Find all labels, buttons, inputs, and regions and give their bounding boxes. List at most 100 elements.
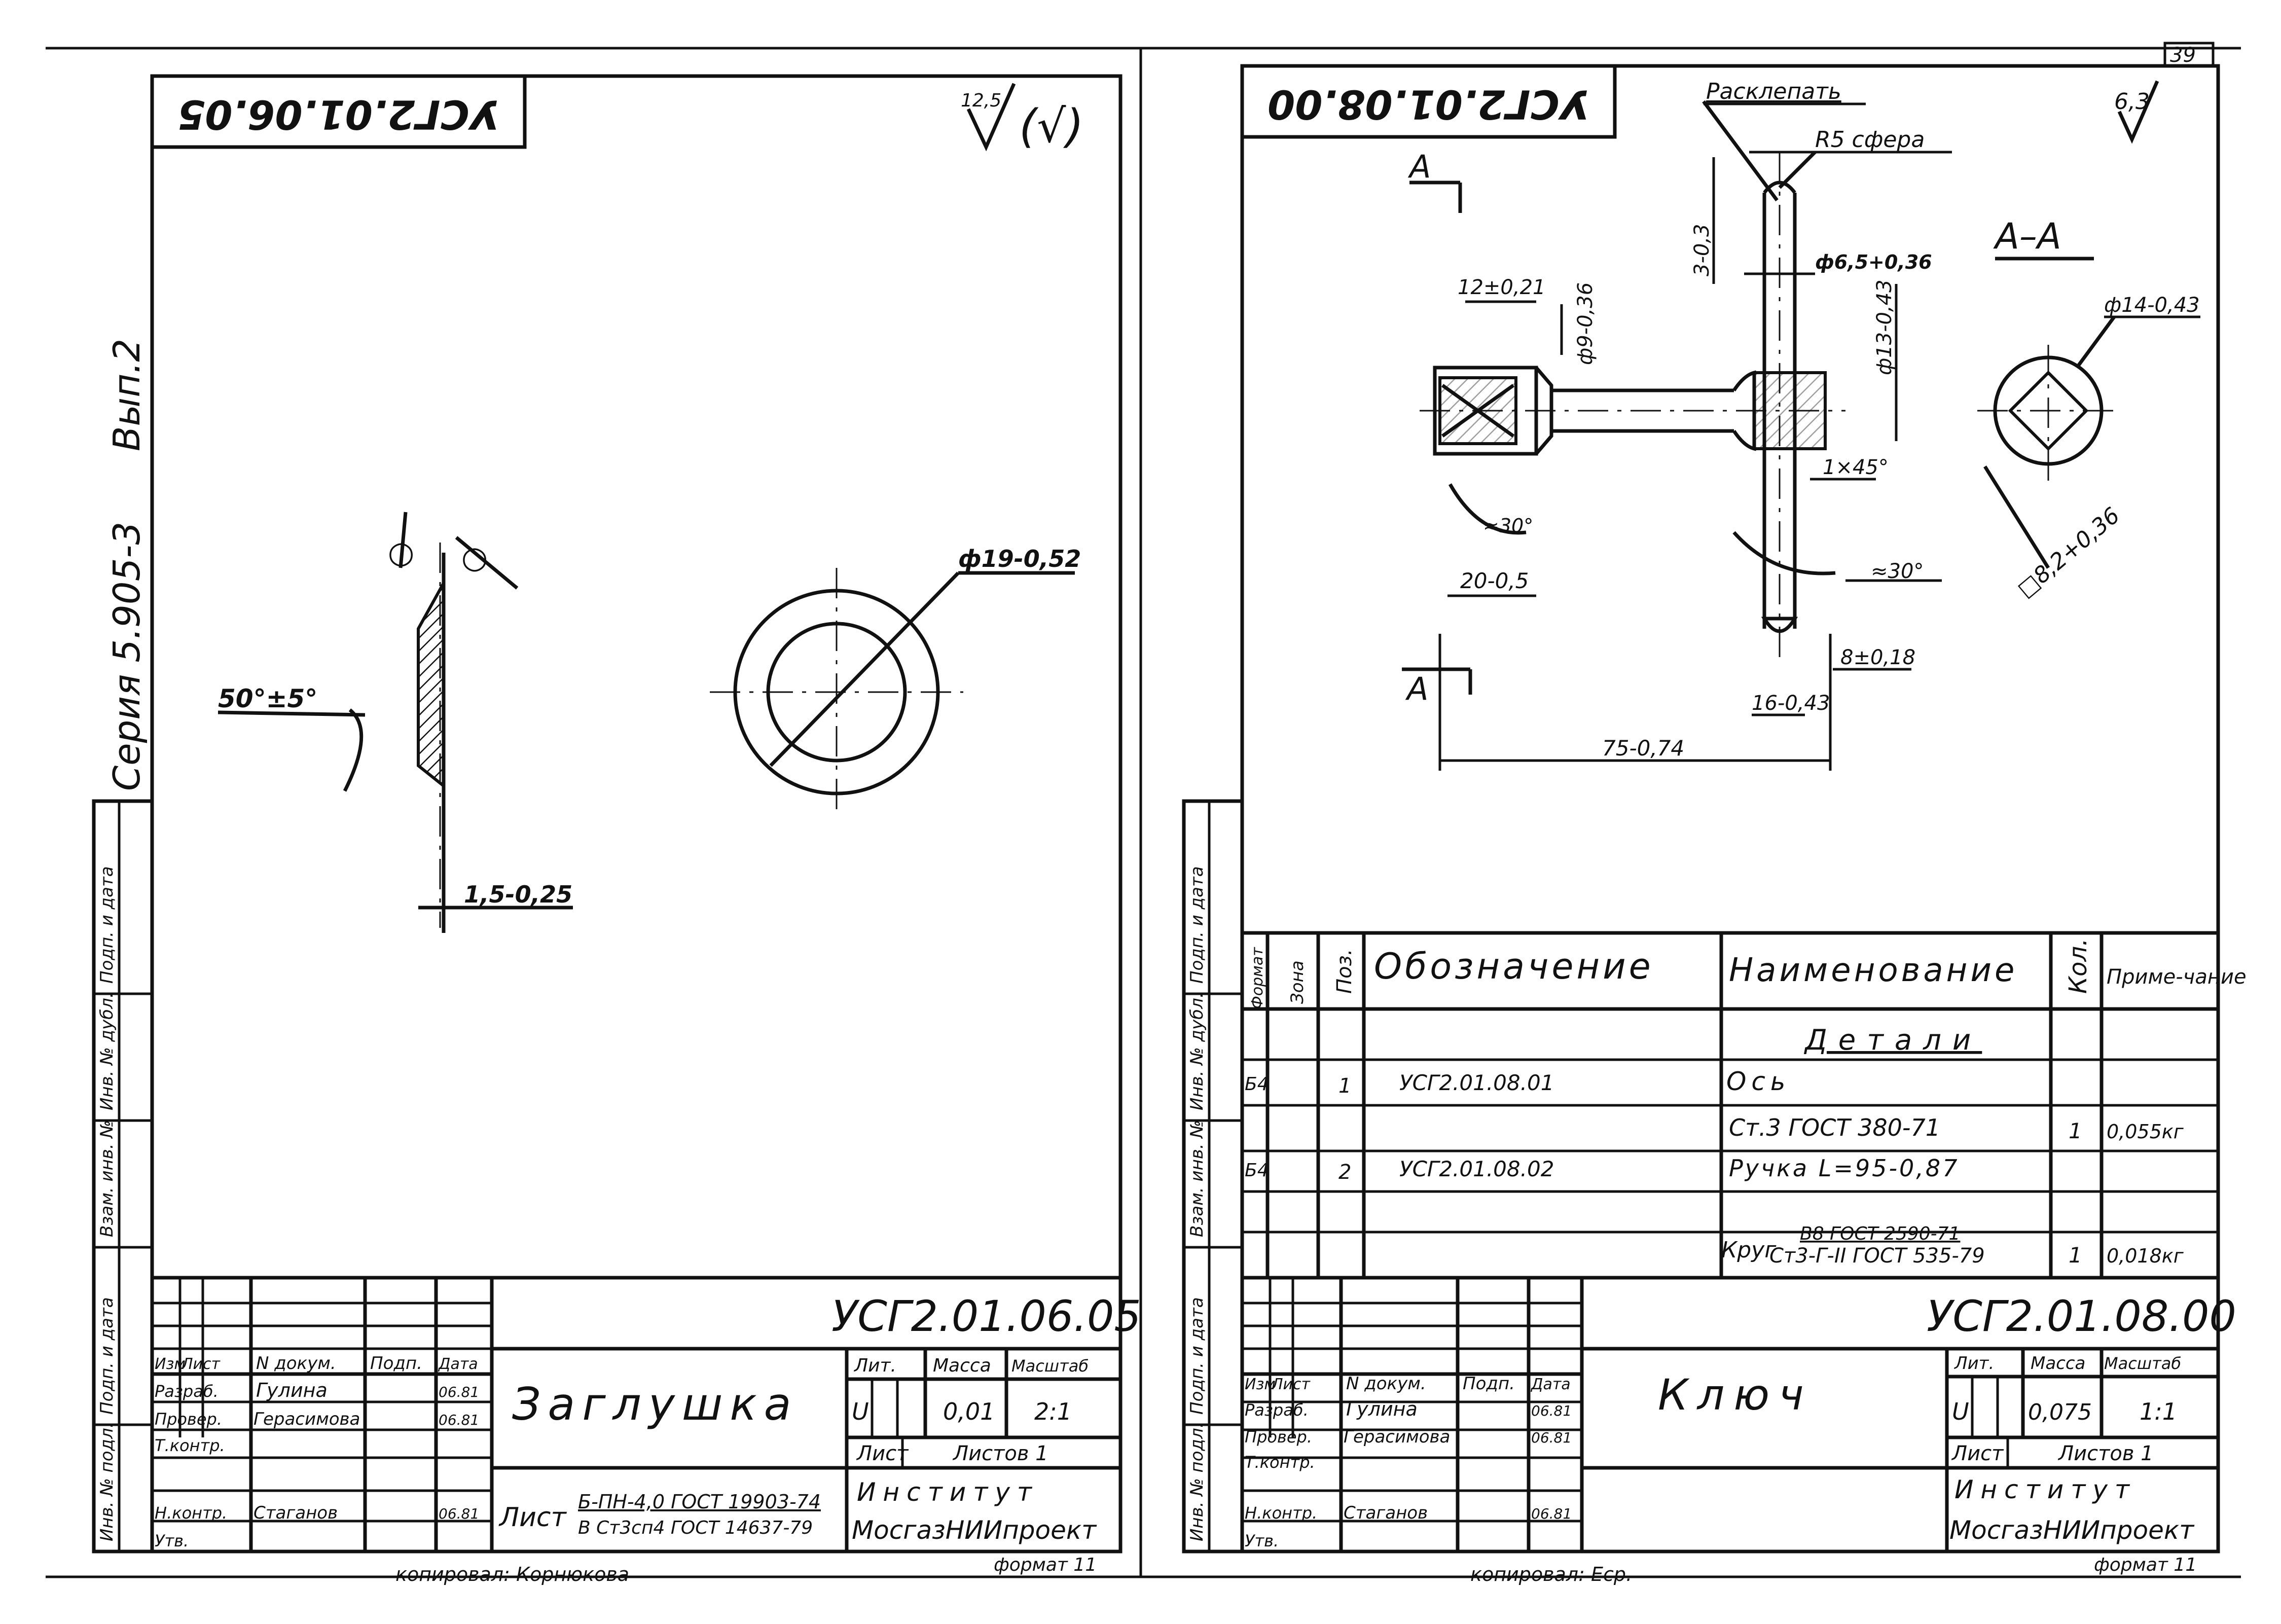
svg-text:МосгазНИИпроект: МосгазНИИпроект: [1949, 1515, 2195, 1545]
plug-front-view: ф19-0,52: [710, 545, 1081, 816]
svg-text:06.81: 06.81: [439, 1412, 479, 1428]
svg-text:Разраб.: Разраб.: [155, 1382, 219, 1401]
svg-text:Н.контр.: Н.контр.: [155, 1503, 227, 1523]
right-mirrored-code-box: [1240, 64, 1617, 139]
svg-text:Подп.: Подп.: [370, 1353, 422, 1374]
svg-text:Листов 1: Листов 1: [952, 1442, 1048, 1465]
svg-text:Институт: Институт: [857, 1477, 1039, 1507]
key-main-view: А А 12±0,21 ф9-0,36: [1402, 79, 1952, 771]
roughness-symbol-right: 6,3: [2114, 80, 2159, 144]
svg-text:≈30°: ≈30°: [1871, 560, 1924, 583]
svg-text:Утв.: Утв.: [155, 1531, 189, 1550]
svg-text:Инв. № подл.: Инв. № подл.: [97, 1422, 117, 1541]
svg-text:06.81: 06.81: [1531, 1429, 1572, 1446]
right-side-stamp: Инв. № подл. Подп. и дата Взам. инв. № И…: [1182, 799, 1244, 1554]
svg-text:N докум.: N докум.: [1346, 1374, 1426, 1394]
left-mirrored-code-box: [150, 74, 527, 149]
page-number: 39: [2170, 44, 2196, 67]
svg-text:Ось: Ось: [1726, 1067, 1790, 1096]
svg-text:Провер.: Провер.: [1245, 1427, 1312, 1447]
series-issue: Вып.2: [105, 339, 148, 451]
svg-text:N докум.: N докум.: [256, 1353, 336, 1374]
svg-text:Стаганов: Стаганов: [254, 1503, 338, 1523]
svg-text:Круг: Круг: [1721, 1237, 1777, 1263]
left-format: формат 11: [994, 1555, 1097, 1575]
weld-mark-right: ○: [461, 540, 488, 575]
svg-text:Наименование: Наименование: [1729, 952, 2017, 989]
left-copied: копировал: Корнюкова: [395, 1563, 629, 1585]
right-format: формат 11: [2094, 1555, 2197, 1575]
svg-text:В8 ГОСТ 2590-71: В8 ГОСТ 2590-71: [1800, 1223, 1960, 1244]
svg-text:Ст.3 ГОСТ 380-71: Ст.3 ГОСТ 380-71: [1729, 1114, 1940, 1141]
svg-text:0,01: 0,01: [943, 1398, 995, 1425]
svg-text:ф9-0,36: ф9-0,36: [1574, 282, 1597, 365]
svg-text:0,018кг: 0,018кг: [2107, 1245, 2184, 1267]
svg-text:Масса: Масса: [933, 1355, 991, 1376]
svg-text:1×45°: 1×45°: [1823, 456, 1889, 479]
svg-text:Зона: Зона: [1287, 960, 1308, 1004]
svg-text:2:1: 2:1: [1034, 1398, 1072, 1425]
svg-text:Утв.: Утв.: [1245, 1531, 1279, 1550]
svg-text:06.81: 06.81: [1531, 1505, 1572, 1522]
section-a-a: А–А ф14-0,43 □8,2+0,36: [1977, 215, 2200, 602]
svg-text:Изм: Изм: [1245, 1376, 1276, 1393]
svg-text:Герасимова: Герасимова: [254, 1409, 360, 1429]
svg-text:Подп. и дата: Подп. и дата: [97, 866, 117, 984]
svg-text:Т.контр.: Т.контр.: [155, 1436, 225, 1455]
plug-profile-view: ○ ○ 50°±5° 1,5-0,25: [218, 512, 573, 933]
svg-text:R5 сфера: R5 сфера: [1815, 127, 1925, 153]
svg-text:В Ст3сп4 ГОСТ 14637-79: В Ст3сп4 ГОСТ 14637-79: [578, 1518, 813, 1538]
left-sheet: УСГ2.01.06.05 12,5 (√) Серия 5.905-3 Вып…: [92, 74, 1141, 1585]
svg-text:Кол.: Кол.: [2064, 939, 2092, 994]
svg-text:Поз.: Поз.: [1333, 949, 1356, 994]
svg-text:20-0,5: 20-0,5: [1460, 568, 1529, 593]
svg-text:Масштаб: Масштаб: [1011, 1356, 1089, 1376]
left-mirrored-code: УСГ2.01.06.05: [177, 91, 500, 137]
svg-text:□8,2+0,36: □8,2+0,36: [2012, 502, 2125, 602]
svg-text:Ручка L=95-0,87: Ручка L=95-0,87: [1729, 1154, 1959, 1182]
svg-text:U: U: [1952, 1398, 1969, 1425]
svg-text:Лит.: Лит.: [1953, 1353, 1994, 1374]
right-copied: копировал: Еср.: [1470, 1563, 1632, 1585]
svg-text:Масштаб: Масштаб: [2104, 1354, 2181, 1373]
specification-table: Формат Зона Поз. Обозначение Наименовани…: [1242, 931, 2247, 1278]
svg-text:Взам. инв. №: Взам. инв. №: [97, 1120, 117, 1237]
svg-text:8±0,18: 8±0,18: [1840, 646, 1915, 669]
right-sheet: УСГ2.01.08.00 6,3 Инв. № подл. Подп. и д…: [1182, 64, 2247, 1585]
left-title-block: Изм Лист N докум. Подп. Дата Разраб. Гул…: [152, 1276, 1141, 1551]
svg-text:Обозначение: Обозначение: [1374, 946, 1654, 987]
svg-text:06.81: 06.81: [1531, 1402, 1572, 1419]
left-code: УСГ2.01.06.05: [831, 1291, 1141, 1341]
svg-text:Лист: Лист: [181, 1355, 221, 1373]
diameter-label: ф19-0,52: [958, 545, 1081, 572]
svg-text:Формат: Формат: [1249, 947, 1266, 1009]
angle-label: 50°±5°: [218, 684, 317, 713]
svg-text:Инв. № дубл.: Инв. № дубл.: [97, 992, 117, 1110]
svg-text:Б-ПН-4,0 ГОСТ 19903-74: Б-ПН-4,0 ГОСТ 19903-74: [578, 1491, 821, 1513]
svg-text:Б4: Б4: [1245, 1160, 1269, 1181]
svg-text:Ст3-Г-II ГОСТ 535-79: Ст3-Г-II ГОСТ 535-79: [1769, 1244, 1985, 1268]
left-side-stamp: Инв. № подл. Подп. и дата Взам. инв. № И…: [92, 799, 154, 1554]
svg-text:УСГ2.01.08.01: УСГ2.01.08.01: [1399, 1070, 1554, 1095]
svg-text:Изм: Изм: [155, 1355, 186, 1373]
svg-text:12,5: 12,5: [961, 90, 1001, 111]
svg-text:Лист: Лист: [1271, 1376, 1311, 1393]
series-text: Серия 5.905-3: [105, 522, 148, 791]
svg-text:(√): (√): [1019, 100, 1084, 153]
svg-text:Масса: Масса: [2031, 1353, 2085, 1374]
svg-text:А: А: [1407, 148, 1431, 185]
svg-text:Стаганов: Стаганов: [1344, 1503, 1428, 1523]
svg-text:0,075: 0,075: [2028, 1399, 2092, 1425]
svg-text:Гулина: Гулина: [1346, 1398, 1418, 1420]
svg-text:ф13-0,43: ф13-0,43: [1873, 279, 1896, 375]
svg-text:Приме-чание: Приме-чание: [2107, 965, 2247, 989]
svg-text:ф6,5+0,36: ф6,5+0,36: [1815, 251, 1932, 273]
svg-text:Б4: Б4: [1245, 1074, 1269, 1095]
svg-text:Провер.: Провер.: [155, 1410, 222, 1429]
svg-text:06.81: 06.81: [439, 1384, 479, 1400]
weld-mark-left: ○: [388, 535, 414, 570]
right-code: УСГ2.01.08.00: [1927, 1291, 2236, 1341]
svg-text:U: U: [852, 1398, 869, 1425]
svg-text:Лист: Лист: [498, 1502, 567, 1533]
